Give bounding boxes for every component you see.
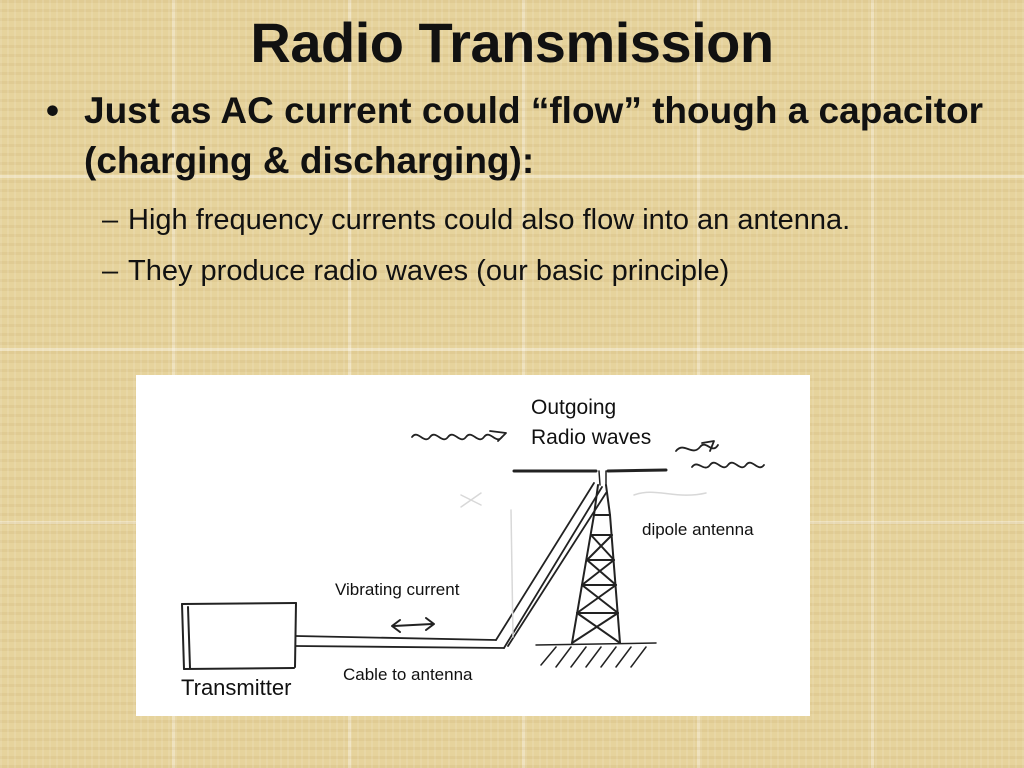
main-bullet: • Just as AC current could “flow” though…	[46, 86, 996, 186]
sub-bullet-2: –They produce radio waves (our basic pri…	[102, 255, 729, 288]
faint-sketch	[460, 491, 707, 638]
feed-line	[598, 470, 607, 486]
dash-symbol: –	[102, 204, 119, 236]
antenna-cable	[295, 482, 607, 649]
lattice-tower	[571, 484, 621, 644]
sub-bullet-text: High frequency currents could also flow …	[128, 204, 851, 236]
dash-symbol: –	[102, 255, 119, 287]
main-bullet-text: Just as AC current could “flow” though a…	[84, 90, 984, 181]
radio-waves	[411, 430, 765, 469]
bullet-dot: •	[46, 90, 59, 131]
cable-label: Cable to antenna	[343, 665, 473, 684]
sub-bullet-1: –High frequency currents could also flow…	[102, 204, 850, 237]
double-arrow	[391, 617, 435, 633]
dipole-antenna-label: dipole antenna	[642, 520, 754, 539]
outgoing-line-2: Radio waves	[531, 426, 652, 449]
outgoing-line-1: Outgoing	[531, 396, 617, 419]
outgoing-waves-label: Outgoing Radio waves	[531, 393, 651, 453]
transmitter-label: Transmitter	[181, 675, 292, 700]
dipole-elements	[512, 468, 668, 473]
transmitter-box	[181, 602, 297, 670]
vibrating-current-label: Vibrating current	[335, 580, 460, 599]
antenna-sketch: Outgoing Radio waves dipole antenna Vibr…	[136, 375, 810, 716]
slide-title: Radio Transmission	[250, 11, 774, 74]
sub-bullet-text: They produce radio waves (our basic prin…	[128, 255, 730, 287]
sketch-drawing	[181, 430, 765, 670]
ground-hatching	[535, 642, 657, 668]
